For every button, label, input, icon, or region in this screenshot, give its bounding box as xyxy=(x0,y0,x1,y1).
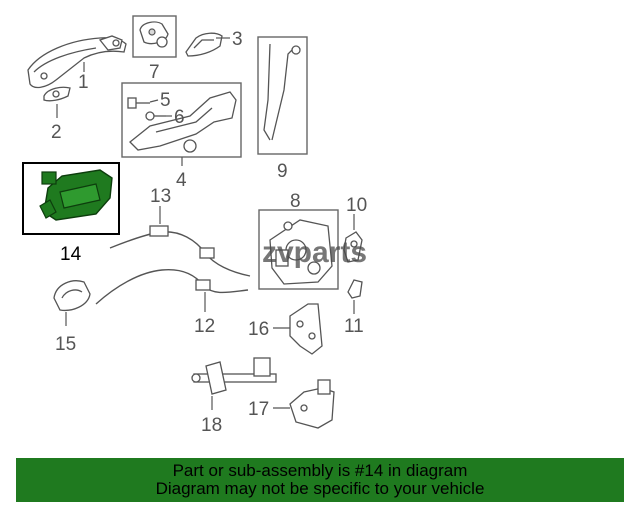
callout-13[interactable]: 13 xyxy=(150,186,171,207)
part-5-screw[interactable] xyxy=(127,97,150,109)
callout-11[interactable]: 11 xyxy=(344,316,364,337)
part-4-handle-bracket[interactable] xyxy=(129,91,237,153)
part-14-inside-handle[interactable] xyxy=(39,169,113,221)
callout-2[interactable]: 2 xyxy=(51,122,62,143)
callout-9[interactable]: 9 xyxy=(277,161,288,182)
callout-6[interactable]: 6 xyxy=(174,107,185,128)
callout-12[interactable]: 12 xyxy=(194,316,215,337)
part-18-door-check[interactable] xyxy=(191,357,277,395)
notice-line-2: Diagram may not be specific to your vehi… xyxy=(155,479,485,498)
notice-line-1: Part or sub-assembly is #14 in diagram xyxy=(172,461,468,480)
callout-14[interactable]: 14 xyxy=(60,244,82,265)
part-2-handle-cap[interactable] xyxy=(43,86,71,102)
part-15-handle-cover[interactable] xyxy=(53,280,91,312)
callout-17[interactable]: 17 xyxy=(248,399,269,420)
part-11-clip[interactable] xyxy=(347,279,363,299)
callout-16[interactable]: 16 xyxy=(248,319,269,340)
callout-3[interactable]: 3 xyxy=(232,29,243,50)
callout-10[interactable]: 10 xyxy=(346,195,367,216)
box-part-7 xyxy=(132,15,177,58)
part-1-outside-handle[interactable] xyxy=(27,35,127,89)
part-9-rod[interactable] xyxy=(263,43,301,141)
callout-18[interactable]: 18 xyxy=(201,415,222,436)
part-6-screw[interactable] xyxy=(145,111,166,121)
part-8-door-latch[interactable] xyxy=(269,219,333,285)
box-part-8 xyxy=(258,209,339,290)
box-part-9 xyxy=(257,36,308,155)
callout-7[interactable]: 7 xyxy=(149,62,160,83)
callout-5[interactable]: 5 xyxy=(160,90,171,111)
part-10-clip[interactable] xyxy=(343,231,363,263)
part-16-striker[interactable] xyxy=(289,303,323,355)
leader-5 xyxy=(149,99,159,103)
callout-4[interactable]: 4 xyxy=(176,170,187,191)
part-17-hinge[interactable] xyxy=(289,379,335,429)
notice-banner: Part or sub-assembly is #14 in diagram D… xyxy=(16,458,624,502)
part-7-key-cylinder[interactable] xyxy=(139,21,169,48)
part-13-cable[interactable] xyxy=(109,225,251,277)
watermark-logo: zvparts xyxy=(262,236,367,269)
part-12-cable[interactable] xyxy=(95,269,249,305)
callout-1[interactable]: 1 xyxy=(78,72,89,93)
box-part-14-selected xyxy=(22,162,120,235)
callout-8[interactable]: 8 xyxy=(290,191,301,212)
part-3-bezel[interactable] xyxy=(185,32,223,57)
callout-15[interactable]: 15 xyxy=(55,334,76,355)
